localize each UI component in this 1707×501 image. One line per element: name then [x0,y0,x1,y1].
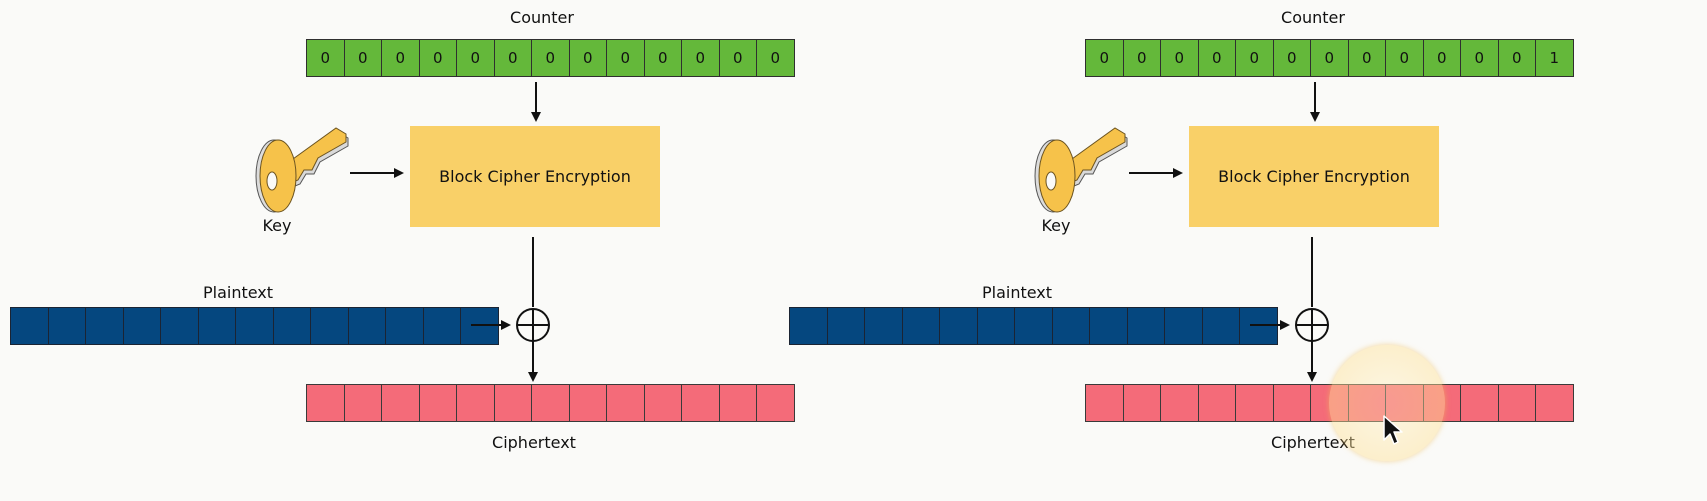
counter-label: Counter [510,8,574,27]
counter-cell: 0 [681,39,720,77]
block-cipher-encryption-box: Block Cipher Encryption [410,126,660,227]
connection-arrows [1129,82,1329,382]
counter-cell: 0 [381,39,420,77]
key-label: Key [262,216,292,235]
counter-cell: 0 [531,39,570,77]
block-cipher-encryption-box: Block Cipher Encryption [1189,126,1439,227]
counter-cell: 0 [418,39,457,77]
counter-cell: 0 [1497,39,1536,77]
counter-cell: 0 [1272,39,1311,77]
counter-cell: 0 [1235,39,1274,77]
counter-cell: 0 [1197,39,1236,77]
plaintext-cell [826,307,865,345]
plaintext-cell [310,307,349,345]
ciphertext-cell [1085,384,1124,422]
plaintext-cell [385,307,424,345]
plaintext-cell [1164,307,1203,345]
ciphertext-cell [1497,384,1536,422]
ciphertext-cell [1535,384,1574,422]
plaintext-cell [122,307,161,345]
counter-cell: 0 [1085,39,1124,77]
xor-icon [1295,308,1329,342]
ciphertext-cell [1460,384,1499,422]
plaintext-cell [789,307,828,345]
connection-arrows [350,82,550,382]
ciphertext-cell [343,384,382,422]
counter-cell: 1 [1535,39,1574,77]
key-icon [250,118,350,216]
plaintext-cell [939,307,978,345]
ciphertext-cell [568,384,607,422]
counter-label: Counter [1281,8,1345,27]
plaintext-cell [235,307,274,345]
counter-cell: 0 [1310,39,1349,77]
key-icon [1029,118,1129,216]
ciphertext-cell [1272,384,1311,422]
plaintext-cell [1051,307,1090,345]
key-label: Key [1041,216,1071,235]
counter-cell: 0 [606,39,645,77]
ciphertext-cell [456,384,495,422]
plaintext-cell [47,307,86,345]
cursor-highlight [1329,345,1445,461]
ciphertext-label: Ciphertext [1271,433,1355,452]
ciphertext-cell [381,384,420,422]
plaintext-cell [901,307,940,345]
counter-cell: 0 [756,39,795,77]
plaintext-cell [1201,307,1240,345]
counter-cell: 0 [493,39,532,77]
plaintext-block [789,307,1278,345]
ciphertext-cell [418,384,457,422]
counter-cell: 0 [1385,39,1424,77]
plaintext-label: Plaintext [981,283,1053,302]
ciphertext-cell [756,384,795,422]
ciphertext-label: Ciphertext [492,433,576,452]
plaintext-cell [976,307,1015,345]
xor-icon [516,308,550,342]
plaintext-cell [347,307,386,345]
ciphertext-block [306,384,795,422]
plaintext-cell [864,307,903,345]
plaintext-cell [1089,307,1128,345]
ciphertext-cell [1197,384,1236,422]
ciphertext-cell [1160,384,1199,422]
counter-cell: 0 [1347,39,1386,77]
ciphertext-cell [493,384,532,422]
plaintext-cell [10,307,49,345]
counter-cell: 0 [1122,39,1161,77]
ciphertext-cell [1235,384,1274,422]
counter-cell: 0 [456,39,495,77]
plaintext-label: Plaintext [202,283,274,302]
counter-cell: 0 [643,39,682,77]
cursor-icon [1382,414,1406,448]
counter-cell: 0 [1460,39,1499,77]
